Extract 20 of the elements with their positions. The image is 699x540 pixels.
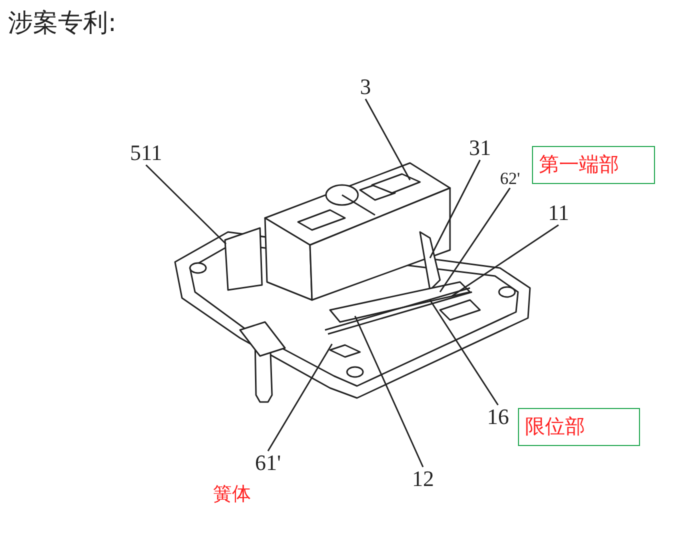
leader-line bbox=[354, 316, 424, 468]
callout-number: 3 bbox=[360, 76, 371, 98]
label-box: 第一端部 bbox=[532, 146, 655, 184]
leader-line bbox=[439, 188, 511, 292]
leader-line bbox=[429, 160, 481, 258]
part-label: 簧体 bbox=[213, 484, 251, 505]
callout-number: 31 bbox=[469, 137, 491, 159]
title: 涉案专利: bbox=[8, 8, 116, 38]
label-box: 限位部 bbox=[518, 408, 640, 446]
callout-number: 16 bbox=[487, 406, 509, 428]
callout-number: 12 bbox=[412, 468, 434, 490]
leader-line bbox=[145, 164, 227, 245]
callout-number: 61' bbox=[255, 452, 281, 474]
leader-line bbox=[452, 224, 559, 297]
leader-line bbox=[429, 300, 499, 406]
callout-number: 11 bbox=[548, 202, 570, 224]
callout-number: 511 bbox=[130, 142, 162, 164]
leader-line bbox=[267, 344, 333, 452]
callout-number: 62' bbox=[500, 170, 520, 187]
leader-line bbox=[364, 98, 411, 180]
